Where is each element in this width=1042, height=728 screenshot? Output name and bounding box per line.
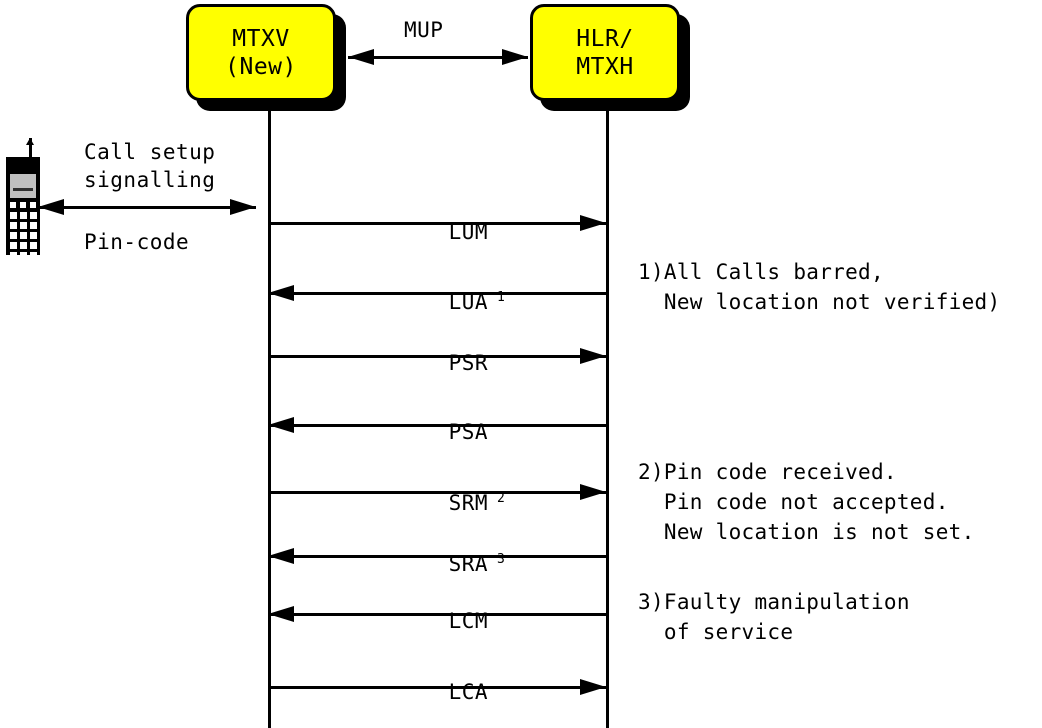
arrowhead-left-icon (268, 285, 294, 301)
arrowhead-right-icon (580, 679, 606, 695)
arrowhead-left-icon (348, 49, 374, 65)
phone-keypad (10, 212, 37, 259)
arrowhead-right-icon (230, 199, 256, 215)
phone-screen-text (13, 188, 33, 191)
arrow-shaft (268, 222, 606, 225)
mobile-label-above: Call setup signalling (84, 140, 216, 192)
phone-soft-key-row (10, 202, 36, 208)
message-label-psr: PSR (396, 327, 488, 399)
arrowhead-left-icon (268, 606, 294, 622)
lifeline-mtxv (268, 101, 271, 728)
entity-box-mtxv[interactable]: MTXV (New) (186, 4, 346, 111)
message-label-srm: SRM 2 (396, 463, 505, 539)
mobile-phone-icon (6, 138, 42, 259)
message-note-ref: 2 (497, 491, 506, 506)
note-2: 2)Pin code received. Pin code not accept… (638, 460, 975, 544)
arrowhead-right-icon (580, 215, 606, 231)
message-note-ref: 3 (497, 552, 506, 567)
arrow-shaft (268, 355, 606, 358)
message-label-psa: PSA (396, 396, 488, 468)
entity-box-hlr-mtxh[interactable]: HLR/ MTXH (530, 4, 690, 111)
message-name: LCA (448, 680, 489, 704)
entity-label-line-2: (New) (225, 53, 297, 80)
message-label-lca: LCA (396, 656, 488, 728)
message-label-lcm: LCM (396, 585, 488, 657)
arrow-shaft (268, 555, 606, 558)
arrowhead-left-icon (268, 417, 294, 433)
entity-label-line-2: MTXH (576, 53, 634, 80)
arrowhead-right-icon (580, 484, 606, 500)
entity-body: HLR/ MTXH (530, 4, 680, 101)
arrowhead-left-icon (268, 548, 294, 564)
arrow-shaft (268, 491, 606, 494)
message-label-lum: LUM (396, 196, 488, 268)
mobile-label-below: Pin-code (84, 230, 190, 254)
arrow-shaft (38, 206, 256, 209)
entity-body: MTXV (New) (186, 4, 336, 101)
entity-label-line-1: HLR/ (576, 25, 634, 52)
lifeline-hlr-mtxh (606, 101, 609, 728)
phone-screen (10, 174, 36, 198)
protocol-link-label: MUP (404, 18, 444, 42)
antenna-icon (29, 138, 32, 160)
arrow-shaft (268, 613, 606, 616)
arrow-shaft (268, 686, 606, 689)
arrowhead-right-icon (502, 49, 528, 65)
message-name: SRM (448, 491, 489, 515)
entity-label-line-1: MTXV (232, 25, 290, 52)
arrow-shaft (268, 292, 606, 295)
note-1: 1)All Calls barred, New location not ver… (638, 260, 1001, 314)
arrow-shaft (348, 56, 528, 59)
message-note-ref: 1 (497, 290, 506, 305)
arrowhead-left-icon (38, 199, 64, 215)
arrow-shaft (268, 424, 606, 427)
arrowhead-right-icon (580, 348, 606, 364)
note-3: 3)Faulty manipulation of service (638, 590, 910, 644)
